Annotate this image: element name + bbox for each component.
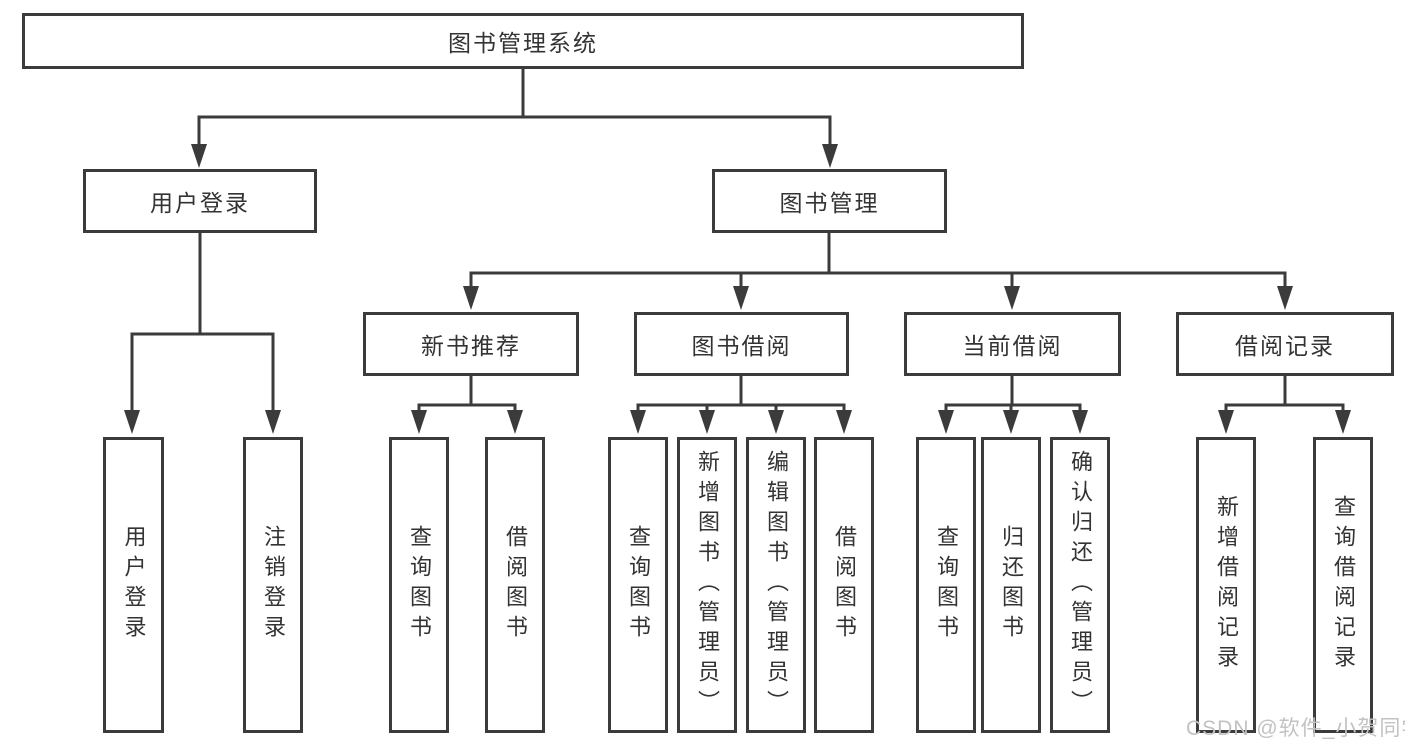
connector-root-to-level2	[191, 69, 838, 168]
node-label: 当前借阅	[962, 333, 1063, 359]
connector-new-book-to-leaves	[411, 376, 523, 434]
arrow-icon	[124, 410, 140, 434]
watermark: CSDN @软件_小贺同学	[1186, 717, 1405, 740]
arrow-icon	[1335, 410, 1351, 434]
node-leaf-add-borrow-record: 新增借阅记录	[1196, 437, 1256, 733]
node-leaf-edit-books-admin: 编辑图书（管理员）	[746, 437, 806, 733]
node-root-system: 图书管理系统	[22, 13, 1024, 69]
node-label: 借阅记录	[1235, 333, 1335, 359]
node-label: 确认归还（管理员）	[1068, 450, 1093, 720]
arrow-icon	[1003, 410, 1019, 434]
connector-current-borrow-to-leaves	[938, 376, 1088, 434]
arrow-icon	[1004, 286, 1020, 310]
arrow-icon	[1218, 410, 1234, 434]
node-leaf-add-books-admin: 新增图书（管理员）	[677, 437, 737, 733]
node-label: 新增图书（管理员）	[695, 450, 720, 720]
node-current-borrowing: 当前借阅	[904, 312, 1121, 376]
node-label: 查询借阅记录	[1331, 495, 1356, 675]
arrow-icon	[411, 410, 427, 434]
node-user-login-branch: 用户登录	[83, 169, 317, 233]
node-book-management: 图书管理	[712, 169, 947, 233]
node-label: 图书借阅	[691, 333, 792, 359]
connector-book-borrow-to-leaves	[630, 376, 852, 434]
node-borrowing-records: 借阅记录	[1176, 312, 1394, 376]
node-leaf-query-books-recommend: 查询图书	[389, 437, 449, 733]
node-leaf-borrow-books-recommend: 借阅图书	[485, 437, 545, 733]
node-book-borrowing: 图书借阅	[634, 312, 849, 376]
node-leaf-logout: 注销登录	[243, 437, 303, 733]
node-leaf-return-books: 归还图书	[981, 437, 1041, 733]
node-leaf-borrow-books: 借阅图书	[814, 437, 874, 733]
arrow-icon	[191, 144, 207, 168]
node-leaf-confirm-return-admin: 确认归还（管理员）	[1050, 437, 1110, 733]
arrow-icon	[1277, 286, 1293, 310]
arrow-icon	[938, 410, 954, 434]
node-label: 借阅图书	[503, 525, 528, 645]
arrow-icon	[463, 286, 479, 310]
node-leaf-user-login: 用户登录	[103, 437, 164, 733]
node-label: 图书管理	[779, 190, 880, 216]
node-label: 注销登录	[261, 525, 286, 645]
node-label: 用户登录	[121, 525, 147, 645]
connector-user-login-to-leaves	[124, 233, 281, 434]
node-label: 查询图书	[626, 525, 651, 645]
node-leaf-query-books-current: 查询图书	[916, 437, 976, 733]
node-label: 新增借阅记录	[1214, 495, 1239, 675]
arrow-icon	[630, 410, 646, 434]
arrow-icon	[1072, 410, 1088, 434]
node-label: 借阅图书	[832, 525, 857, 645]
arrow-icon	[507, 410, 523, 434]
node-label: 查询图书	[934, 525, 959, 645]
node-label: 归还图书	[999, 525, 1024, 645]
arrow-icon	[699, 410, 715, 434]
arrow-icon	[768, 410, 784, 434]
node-leaf-query-borrow-record: 查询借阅记录	[1313, 437, 1373, 733]
node-new-book-recommend: 新书推荐	[363, 312, 579, 376]
arrow-icon	[822, 144, 838, 168]
connector-borrow-record-to-leaves	[1218, 376, 1351, 434]
arrow-icon	[265, 410, 281, 434]
node-label: 用户登录	[150, 190, 250, 216]
connector-book-mgmt-to-level3	[463, 233, 1293, 310]
node-label: 新书推荐	[421, 333, 521, 359]
arrow-icon	[733, 286, 749, 310]
node-label: 查询图书	[407, 525, 432, 645]
arrow-icon	[836, 410, 852, 434]
node-label: 图书管理系统	[448, 30, 598, 56]
node-label: 编辑图书（管理员）	[764, 450, 789, 720]
node-leaf-query-books-borrow: 查询图书	[608, 437, 668, 733]
